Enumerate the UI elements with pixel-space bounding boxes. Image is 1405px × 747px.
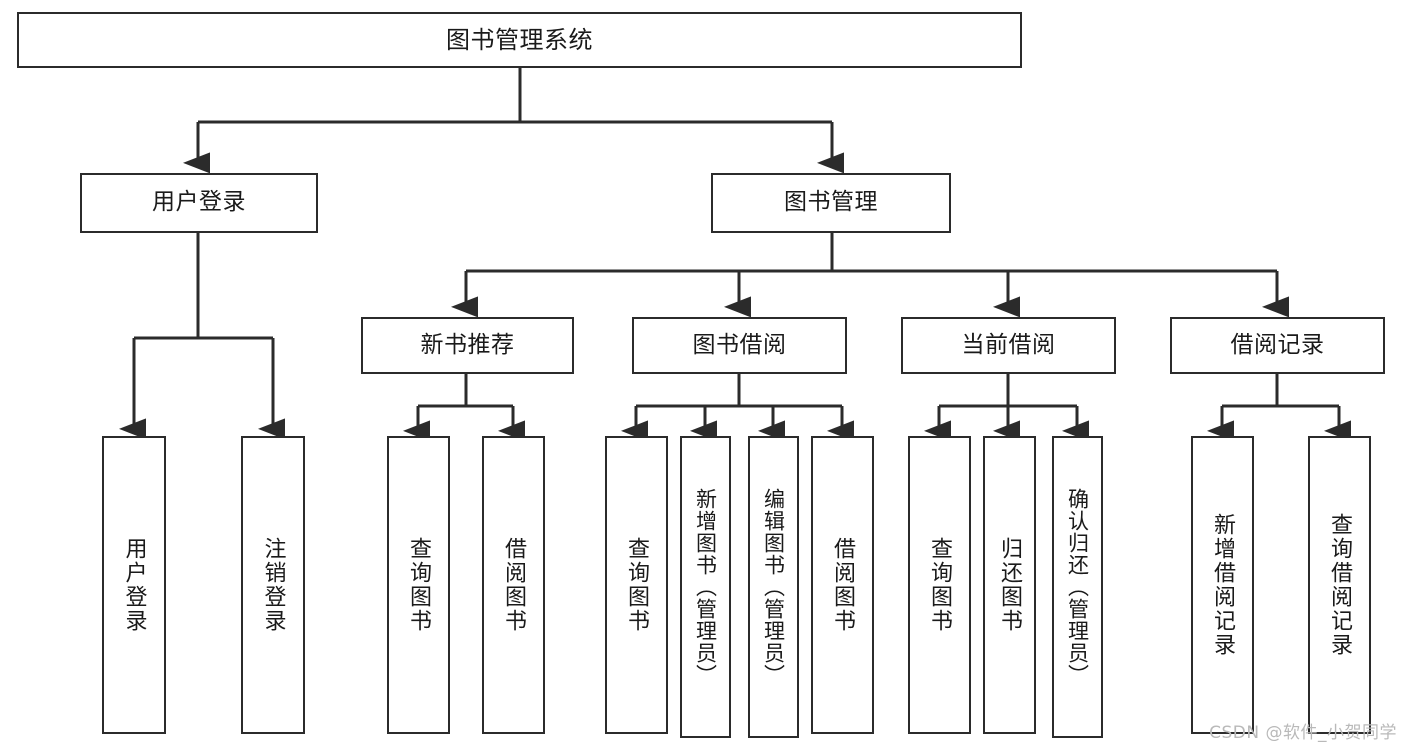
node-current-borrow[interactable]: 当前借阅 xyxy=(901,317,1116,374)
node-leaf-query-book-2[interactable]: 查询图书 xyxy=(605,436,668,734)
node-borrow-record-label: 借阅记录 xyxy=(1230,331,1325,358)
node-leaf-return-book[interactable]: 归还图书 xyxy=(983,436,1036,734)
node-leaf-query-book-1-label: 查询图书 xyxy=(406,537,432,633)
node-leaf-query-record[interactable]: 查询借阅记录 xyxy=(1308,436,1371,734)
node-leaf-query-book-3[interactable]: 查询图书 xyxy=(908,436,971,734)
node-borrow-record[interactable]: 借阅记录 xyxy=(1170,317,1385,374)
node-current-borrow-label: 当前借阅 xyxy=(961,331,1056,358)
node-leaf-borrow-book-2-label: 借阅图书 xyxy=(830,537,856,633)
node-leaf-confirm-return-label: 确认归还（管理员） xyxy=(1065,488,1090,686)
node-book-borrow-label: 图书借阅 xyxy=(692,331,787,358)
node-root[interactable]: 图书管理系统 xyxy=(17,12,1022,68)
node-leaf-confirm-return[interactable]: 确认归还（管理员） xyxy=(1052,436,1103,738)
node-leaf-user-login-label: 用户登录 xyxy=(121,537,147,633)
node-leaf-user-login[interactable]: 用户登录 xyxy=(102,436,166,734)
node-leaf-add-record-label: 新增借阅记录 xyxy=(1210,513,1236,657)
node-root-label: 图书管理系统 xyxy=(446,25,593,54)
node-leaf-edit-book-label: 编辑图书（管理员） xyxy=(761,488,786,686)
node-book-manage[interactable]: 图书管理 xyxy=(711,173,951,233)
node-leaf-query-book-1[interactable]: 查询图书 xyxy=(387,436,450,734)
watermark: CSDN @软件_小贺同学 xyxy=(1209,723,1397,743)
node-leaf-query-book-3-label: 查询图书 xyxy=(927,537,953,633)
node-leaf-borrow-book-1[interactable]: 借阅图书 xyxy=(482,436,545,734)
node-leaf-add-book[interactable]: 新增图书（管理员） xyxy=(680,436,731,738)
node-leaf-query-record-label: 查询借阅记录 xyxy=(1327,513,1353,657)
node-new-book-rec-label: 新书推荐 xyxy=(420,331,515,358)
node-leaf-query-book-2-label: 查询图书 xyxy=(624,537,650,633)
node-leaf-borrow-book-2[interactable]: 借阅图书 xyxy=(811,436,874,734)
node-user-login-label: 用户登录 xyxy=(152,189,246,216)
node-leaf-edit-book[interactable]: 编辑图书（管理员） xyxy=(748,436,799,738)
node-leaf-borrow-book-1-label: 借阅图书 xyxy=(501,537,527,633)
node-leaf-user-logout-label: 注销登录 xyxy=(260,537,286,633)
node-book-borrow[interactable]: 图书借阅 xyxy=(632,317,847,374)
node-book-manage-label: 图书管理 xyxy=(784,189,878,216)
node-leaf-user-logout[interactable]: 注销登录 xyxy=(241,436,305,734)
node-leaf-add-book-label: 新增图书（管理员） xyxy=(693,488,718,686)
node-user-login[interactable]: 用户登录 xyxy=(80,173,318,233)
node-leaf-return-book-label: 归还图书 xyxy=(997,537,1023,633)
node-leaf-add-record[interactable]: 新增借阅记录 xyxy=(1191,436,1254,734)
node-new-book-rec[interactable]: 新书推荐 xyxy=(361,317,574,374)
